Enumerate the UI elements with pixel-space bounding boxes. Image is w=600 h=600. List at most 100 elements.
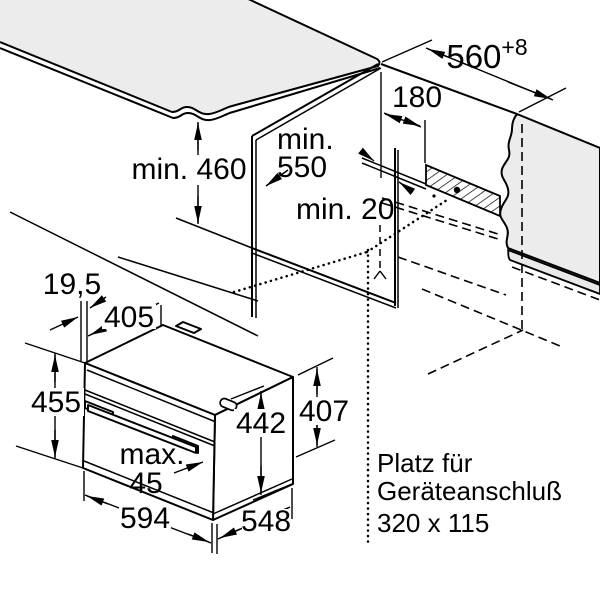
- ext-line: [230, 385, 265, 400]
- rear-band-upper: [361, 157, 427, 185]
- ext-line: [24, 342, 89, 365]
- arrow: [49, 316, 79, 331]
- connection-hatch-box: [425, 163, 501, 218]
- floor-front-edge-lower: [251, 252, 397, 309]
- rear-height-label: 407: [299, 395, 349, 428]
- rear-mounting-tab: [175, 321, 202, 334]
- dim-connection-offset: 180: [380, 72, 442, 178]
- note-line-1: Platz für: [377, 448, 473, 478]
- panel-top-edge-inner: [255, 67, 382, 141]
- oven-depth-label: 548: [241, 505, 291, 538]
- connection-offset-label: 180: [392, 81, 442, 114]
- dim-front-overhang: 19,5: [43, 268, 107, 362]
- arrow: [398, 181, 416, 195]
- label-backing: [28, 388, 84, 416]
- clearance-label-2: 45: [129, 467, 162, 500]
- dim-rear-height: 407: [295, 357, 351, 458]
- niche-height-label: min. 460: [131, 153, 246, 186]
- arrow: [507, 81, 552, 100]
- dim-oven-width: 594: [83, 471, 213, 553]
- leader-arrow: [265, 169, 289, 187]
- niche-back-top-edge: [380, 63, 518, 115]
- niche-depth-label-1: min.: [277, 123, 334, 156]
- hidden-floor-back-edge: [397, 256, 507, 296]
- label-backing: [131, 155, 247, 185]
- lower-cabinet-line-1: [9, 211, 259, 337]
- dim-front-height: 455: [15, 342, 89, 470]
- control-panel-divider-2: [84, 393, 216, 447]
- rear-gap-foot-right: [379, 270, 387, 280]
- label-backing: [242, 509, 290, 535]
- hidden-rear-edge-2: [381, 202, 499, 240]
- oven-front-rim: [86, 369, 217, 423]
- dim-niche-width: 560+8: [381, 34, 567, 113]
- hidden-floor-right-edge: [421, 288, 561, 347]
- dim-niche-depth: min. 550: [265, 123, 334, 187]
- arrow: [187, 532, 210, 543]
- lower-cabinet-line-2: [117, 256, 259, 302]
- note-line-2: Geräteanschluß: [377, 476, 562, 506]
- ext-line: [297, 357, 334, 376]
- arrow: [427, 48, 471, 67]
- ext-line: [295, 439, 336, 458]
- floor-extension-line: [175, 217, 253, 249]
- front-height-label: 455: [31, 386, 81, 419]
- rear-band-lower: [361, 162, 427, 190]
- right-face-bottom-line: [212, 478, 293, 515]
- dim-oven-depth: 548: [216, 488, 293, 554]
- ext-line: [15, 445, 87, 470]
- cable-gland-dot-small: [432, 194, 436, 198]
- leader-arrow: [173, 461, 204, 474]
- dim-niche-height: min. 460: [131, 122, 247, 224]
- shelf-strip: [507, 249, 600, 295]
- countertop-front-edge: [0, 0, 381, 116]
- connection-area: [425, 163, 501, 218]
- dim-body-height: 442: [230, 385, 293, 501]
- dim-top-depth: 405: [87, 301, 162, 337]
- control-panel-divider-1: [84, 389, 216, 443]
- countertop-surface: [0, 0, 380, 115]
- front-overhang-label: 19,5: [43, 268, 101, 301]
- arrow: [384, 113, 403, 124]
- door-bottom-line: [83, 460, 215, 514]
- body-height-label: 442: [236, 407, 286, 440]
- arrow: [86, 495, 109, 506]
- note-line-3: 320 x 115: [377, 508, 489, 538]
- adjacent-cabinet: [499, 113, 600, 295]
- rear-gap-foot-left: [373, 270, 381, 280]
- connection-note: Platz für Geräteanschluß 320 x 115: [377, 448, 562, 538]
- right-side-panel: [499, 113, 600, 284]
- oven-width-label: 594: [120, 502, 170, 535]
- rear-gap-label: min. 20: [296, 193, 394, 226]
- oven: [82, 321, 294, 521]
- top-depth-label: 405: [104, 301, 154, 334]
- panel-top-edge-outer: [251, 63, 379, 137]
- hidden-bottom-right-edge: [427, 329, 524, 375]
- cable-route-1: [232, 250, 369, 294]
- side-grip-vent: [219, 397, 238, 412]
- dim-rear-gap: min. 20: [296, 147, 416, 226]
- cable-gland-dot: [453, 186, 461, 194]
- ext-line: [252, 483, 293, 501]
- floor-front-edge: [251, 247, 397, 304]
- arrow: [89, 295, 107, 309]
- arrow: [358, 147, 375, 162]
- countertop: [0, 0, 381, 122]
- hidden-shelf-edge: [511, 266, 600, 301]
- ext-line: [518, 87, 567, 113]
- arrow: [402, 116, 421, 127]
- door-handle-bar: [87, 404, 197, 454]
- clearance-label-1: max.: [119, 438, 184, 471]
- hidden-lines: [232, 124, 600, 545]
- dim-clearance: max. 45: [119, 438, 204, 500]
- label-backing: [119, 505, 171, 531]
- niche-width-label: 560+8: [446, 34, 527, 75]
- hidden-rear-edge-1: [381, 197, 499, 235]
- cable-route-2: [365, 198, 449, 254]
- arrow: [219, 527, 241, 539]
- label-backing: [102, 304, 156, 329]
- niche-cabinet: [9, 63, 518, 337]
- label-backing: [234, 409, 288, 437]
- label-backing: [297, 397, 351, 425]
